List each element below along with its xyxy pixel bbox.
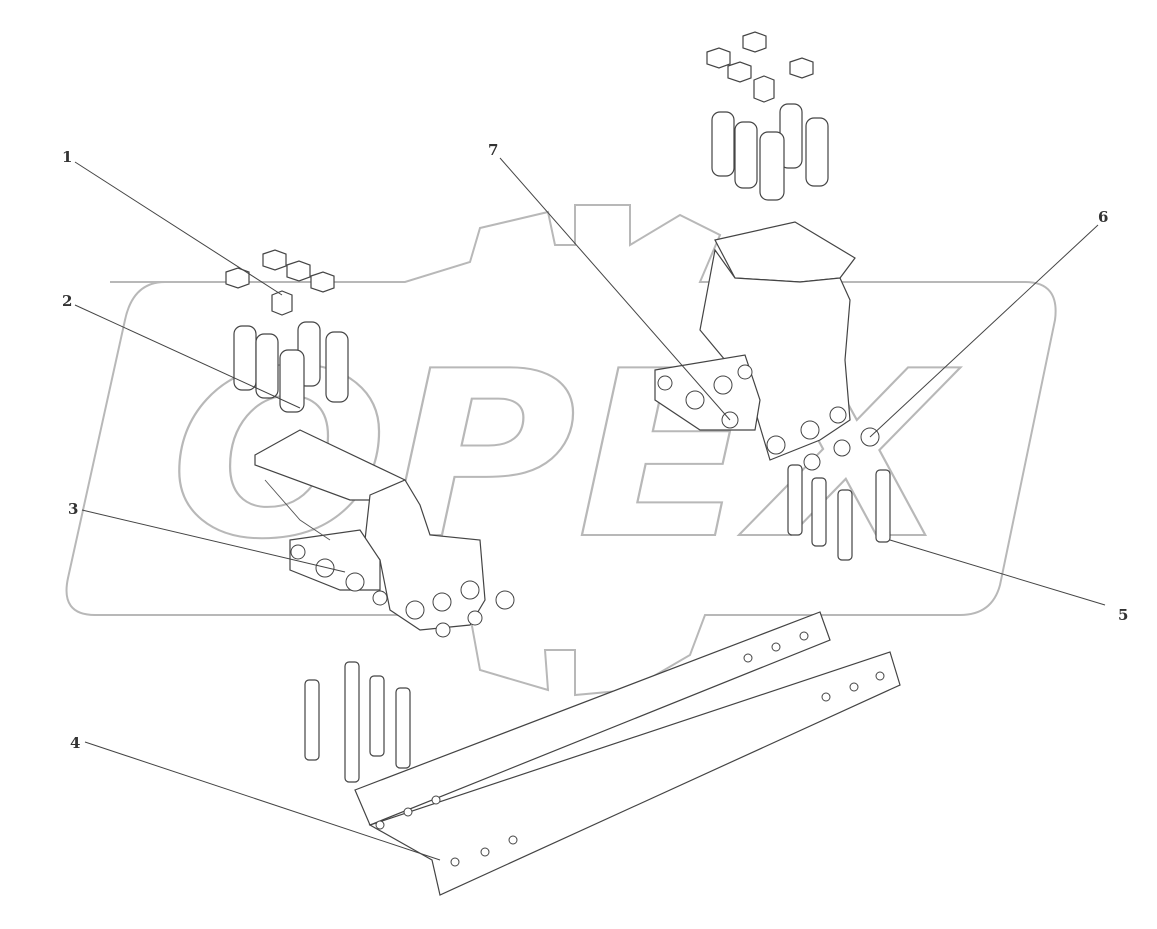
leader-line-2: [74, 304, 301, 409]
bolt: [369, 675, 385, 757]
left-spacer-group: [233, 321, 349, 413]
callout-3: 3: [68, 500, 78, 518]
leader-line-6: [869, 224, 1099, 438]
right-nut-group: [706, 31, 814, 103]
bolt-head: [829, 406, 847, 424]
nut: [286, 260, 311, 282]
spacer: [255, 333, 279, 399]
bolt: [811, 477, 827, 547]
callouts: 1 2 3 4 5 6 7: [62, 141, 1128, 861]
bolt: [787, 464, 803, 536]
rail-hole: [375, 820, 385, 830]
rail-hole: [849, 682, 859, 692]
leader-line-4: [84, 741, 441, 861]
rail-hole: [743, 653, 753, 663]
spacer: [711, 111, 735, 177]
rail-upper: [354, 611, 831, 826]
right-spacer-group: [711, 103, 829, 201]
callout-6: 6: [1098, 208, 1108, 226]
rail-hole: [508, 835, 518, 845]
callout-5: 5: [1118, 606, 1128, 624]
nut: [310, 271, 335, 293]
left-nut-group: [225, 249, 335, 316]
nut: [727, 61, 752, 83]
nut: [742, 31, 767, 53]
right-bracket-assembly: [654, 221, 880, 471]
left-bracket-assembly: [254, 429, 515, 638]
bolt: [304, 679, 320, 761]
right-bolt-group: [787, 464, 891, 561]
bolt-head: [713, 375, 733, 395]
nut: [753, 75, 775, 103]
leader-line-1: [74, 161, 283, 296]
bolt: [837, 489, 853, 561]
nut: [789, 57, 814, 79]
spacer: [279, 349, 305, 413]
bolt-head: [460, 580, 480, 600]
spacer: [805, 117, 829, 187]
rail-channel: [354, 611, 901, 896]
spacer: [325, 331, 349, 403]
callout-7: 7: [488, 141, 498, 159]
bolt: [875, 469, 891, 543]
lower-bolt-group: [304, 661, 411, 783]
bolt-head: [685, 390, 705, 410]
bolt-head: [432, 592, 452, 612]
bolt-head: [766, 435, 786, 455]
bolt-head: [833, 439, 851, 457]
bolt-head: [435, 622, 451, 638]
bolt-head: [803, 453, 821, 471]
bolt: [344, 661, 360, 783]
spacer: [233, 325, 257, 391]
rail-hole: [799, 631, 809, 641]
edge-line: [264, 479, 331, 541]
rail-hole: [875, 671, 885, 681]
rail-hole: [431, 795, 441, 805]
bolt: [395, 687, 411, 769]
rail-hole: [480, 847, 490, 857]
rail-hole: [450, 857, 460, 867]
bolt-head: [290, 544, 306, 560]
leader-line-5: [889, 539, 1106, 606]
bolt-head: [737, 364, 753, 380]
rail-hole: [771, 642, 781, 652]
right-bracket-side: [654, 354, 761, 431]
callout-2: 2: [62, 292, 72, 310]
bolt-head: [657, 375, 673, 391]
nut: [225, 267, 250, 289]
bolt-head: [315, 558, 335, 578]
leader-line-3: [81, 509, 346, 573]
bolt-head: [495, 590, 515, 610]
nut: [271, 290, 293, 316]
watermark-frame: [65, 204, 1057, 697]
leader-line-7: [499, 157, 731, 421]
rail-hole: [403, 807, 413, 817]
nut: [262, 249, 287, 271]
rail-hole: [821, 692, 831, 702]
bolt-head: [372, 590, 388, 606]
bolt-head: [467, 610, 483, 626]
spacer: [734, 121, 758, 189]
callout-4: 4: [70, 734, 80, 752]
nut: [706, 47, 731, 69]
bolt-head: [345, 572, 365, 592]
watermark-logo: OPEX: [65, 204, 1057, 697]
spacer: [759, 131, 785, 201]
right-bracket-plate: [714, 221, 856, 283]
bolt-head: [800, 420, 820, 440]
callout-1: 1: [62, 148, 72, 166]
bolt-head: [405, 600, 425, 620]
